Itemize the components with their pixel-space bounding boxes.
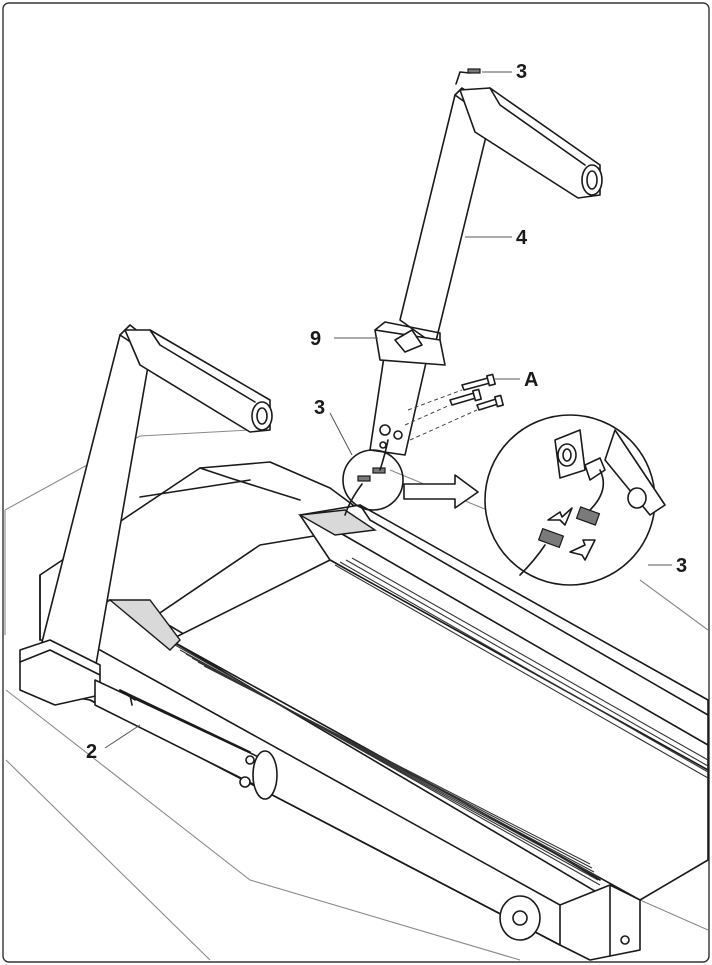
callout-3-detail: 3 [676, 555, 687, 577]
callout-a: A [524, 369, 538, 391]
zoom-arrow [403, 474, 479, 509]
cable-connector-zoom-source [342, 68, 481, 516]
callout-3-joint: 3 [314, 397, 325, 419]
bolts-a [404, 373, 504, 441]
detail-view [484, 414, 666, 586]
right-upright [369, 87, 603, 456]
left-upright [19, 324, 278, 800]
leader-lines [104, 71, 672, 749]
callout-3-top: 3 [516, 61, 527, 83]
treadmill-deck [29, 461, 709, 961]
callout-9: 9 [310, 328, 321, 350]
callout-2: 2 [86, 741, 97, 763]
callout-4: 4 [516, 227, 528, 249]
